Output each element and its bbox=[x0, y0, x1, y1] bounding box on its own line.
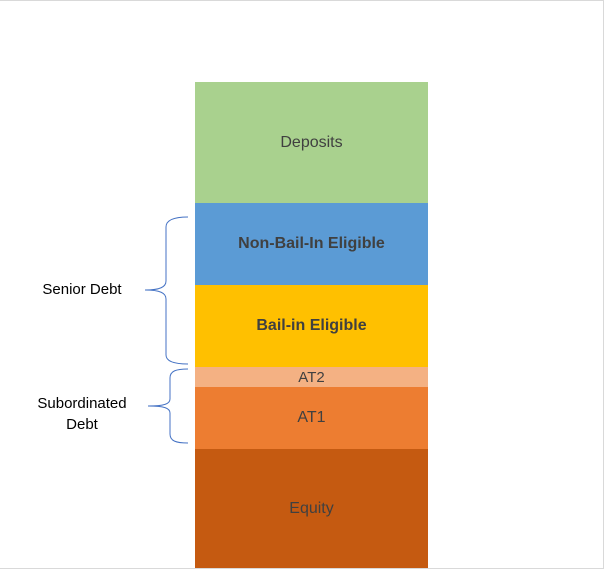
senior-debt-label-text: Senior Debt bbox=[42, 281, 122, 298]
layer-at2: AT2 bbox=[195, 367, 428, 387]
layer-at1: AT1 bbox=[195, 387, 428, 449]
subordinated-debt-label-line1: Subordinated bbox=[37, 395, 127, 412]
subordinated-debt-label: Subordinated Debt bbox=[20, 393, 144, 435]
subordinated-debt-brace bbox=[147, 368, 189, 444]
layer-equity: Equity bbox=[195, 449, 428, 568]
layer-bail-in-eligible: Bail-in Eligible bbox=[195, 285, 428, 367]
senior-debt-brace bbox=[144, 216, 189, 365]
capital-stack: Deposits Non-Bail-In Eligible Bail-in El… bbox=[195, 82, 428, 568]
layer-non-bail-in-eligible: Non-Bail-In Eligible bbox=[195, 203, 428, 285]
senior-debt-label: Senior Debt bbox=[20, 279, 144, 300]
subordinated-debt-label-line2: Debt bbox=[66, 416, 98, 433]
layer-deposits: Deposits bbox=[195, 82, 428, 203]
